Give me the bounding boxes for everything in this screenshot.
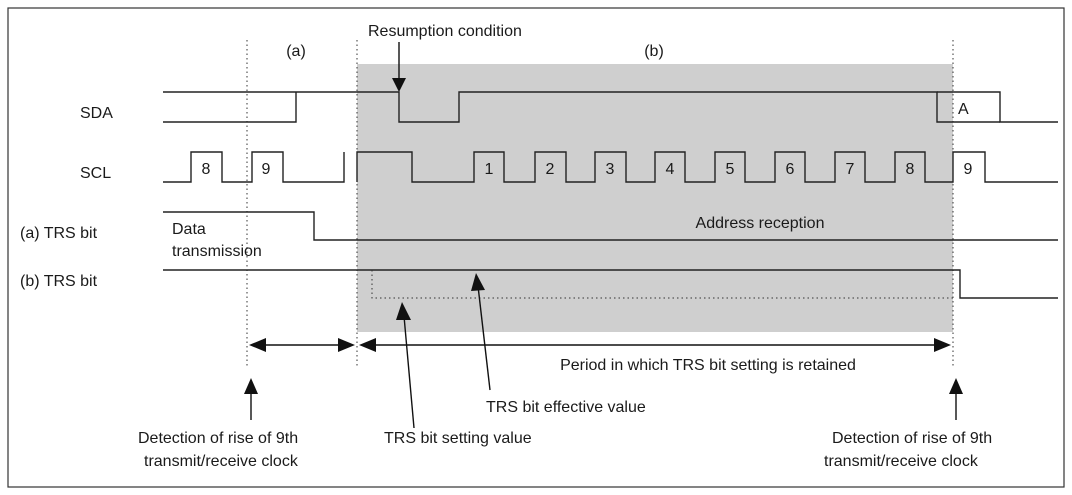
signal-trs-a-label: (a) TRS bit — [20, 225, 98, 242]
detection-right-line2: transmit/receive clock — [824, 453, 979, 470]
detection-right-arrow-head — [949, 378, 963, 394]
scl-clock-3: 3 — [606, 161, 615, 178]
trs-effective-pointer — [477, 285, 491, 391]
scl-clock-8: 8 — [906, 161, 915, 178]
data-transmission-line1: Data — [172, 221, 206, 238]
retention-shaded-region — [357, 64, 953, 332]
phase-a-label: (a) — [286, 43, 306, 60]
sda-ack-tail — [937, 91, 1058, 123]
scl-clock-1: 1 — [485, 161, 494, 178]
scl-waveform-main — [356, 151, 1058, 183]
resumption-condition-label: Resumption condition — [368, 23, 522, 40]
scl-clock-5: 5 — [726, 161, 735, 178]
trs-setting-pointer-head — [396, 302, 411, 320]
signal-trs-b-label: (b) TRS bit — [20, 273, 98, 290]
signal-scl-label: SCL — [80, 165, 111, 182]
period-retained-label: Period in which TRS bit setting is retai… — [560, 357, 856, 374]
detection-left-line2: transmit/receive clock — [144, 453, 299, 470]
resumption-arrow-head — [392, 78, 406, 92]
detection-left-line1: Detection of rise of 9th — [138, 430, 298, 447]
detection-right-line1: Detection of rise of 9th — [832, 430, 992, 447]
trs-setting-label: TRS bit setting value — [384, 430, 532, 447]
sda-waveform — [163, 91, 1000, 123]
signal-sda-label: SDA — [80, 105, 113, 122]
scl-clock-6: 6 — [786, 161, 795, 178]
address-reception-label: Address reception — [696, 215, 825, 232]
sda-ack-label: A — [958, 101, 969, 118]
detection-left-arrow-head — [244, 378, 258, 394]
period-b-arrow-right-head — [934, 338, 951, 352]
trs-b-setting-dotted — [371, 270, 953, 299]
phase-b-label: (b) — [644, 43, 664, 60]
scl-clock-2: 2 — [546, 161, 555, 178]
period-b-arrow-left-head — [359, 338, 376, 352]
scl-clock-8-left: 8 — [202, 161, 211, 178]
scl-waveform-left — [163, 151, 345, 183]
sda-waveform-lower — [163, 92, 297, 123]
data-transmission-line2: transmission — [172, 243, 262, 260]
trs-effective-pointer-head — [471, 273, 485, 291]
scl-clock-9-right: 9 — [964, 161, 973, 178]
scl-clock-9-left: 9 — [262, 161, 271, 178]
trs-b-waveform — [163, 269, 1058, 299]
trs-effective-label: TRS bit effective value — [486, 399, 646, 416]
period-a-arrow-left-head — [249, 338, 266, 352]
trs-setting-pointer — [403, 315, 415, 429]
scl-clock-4: 4 — [666, 161, 675, 178]
period-a-arrow-right-head — [338, 338, 355, 352]
trs-a-waveform — [163, 211, 1058, 241]
scl-clock-7: 7 — [846, 161, 855, 178]
